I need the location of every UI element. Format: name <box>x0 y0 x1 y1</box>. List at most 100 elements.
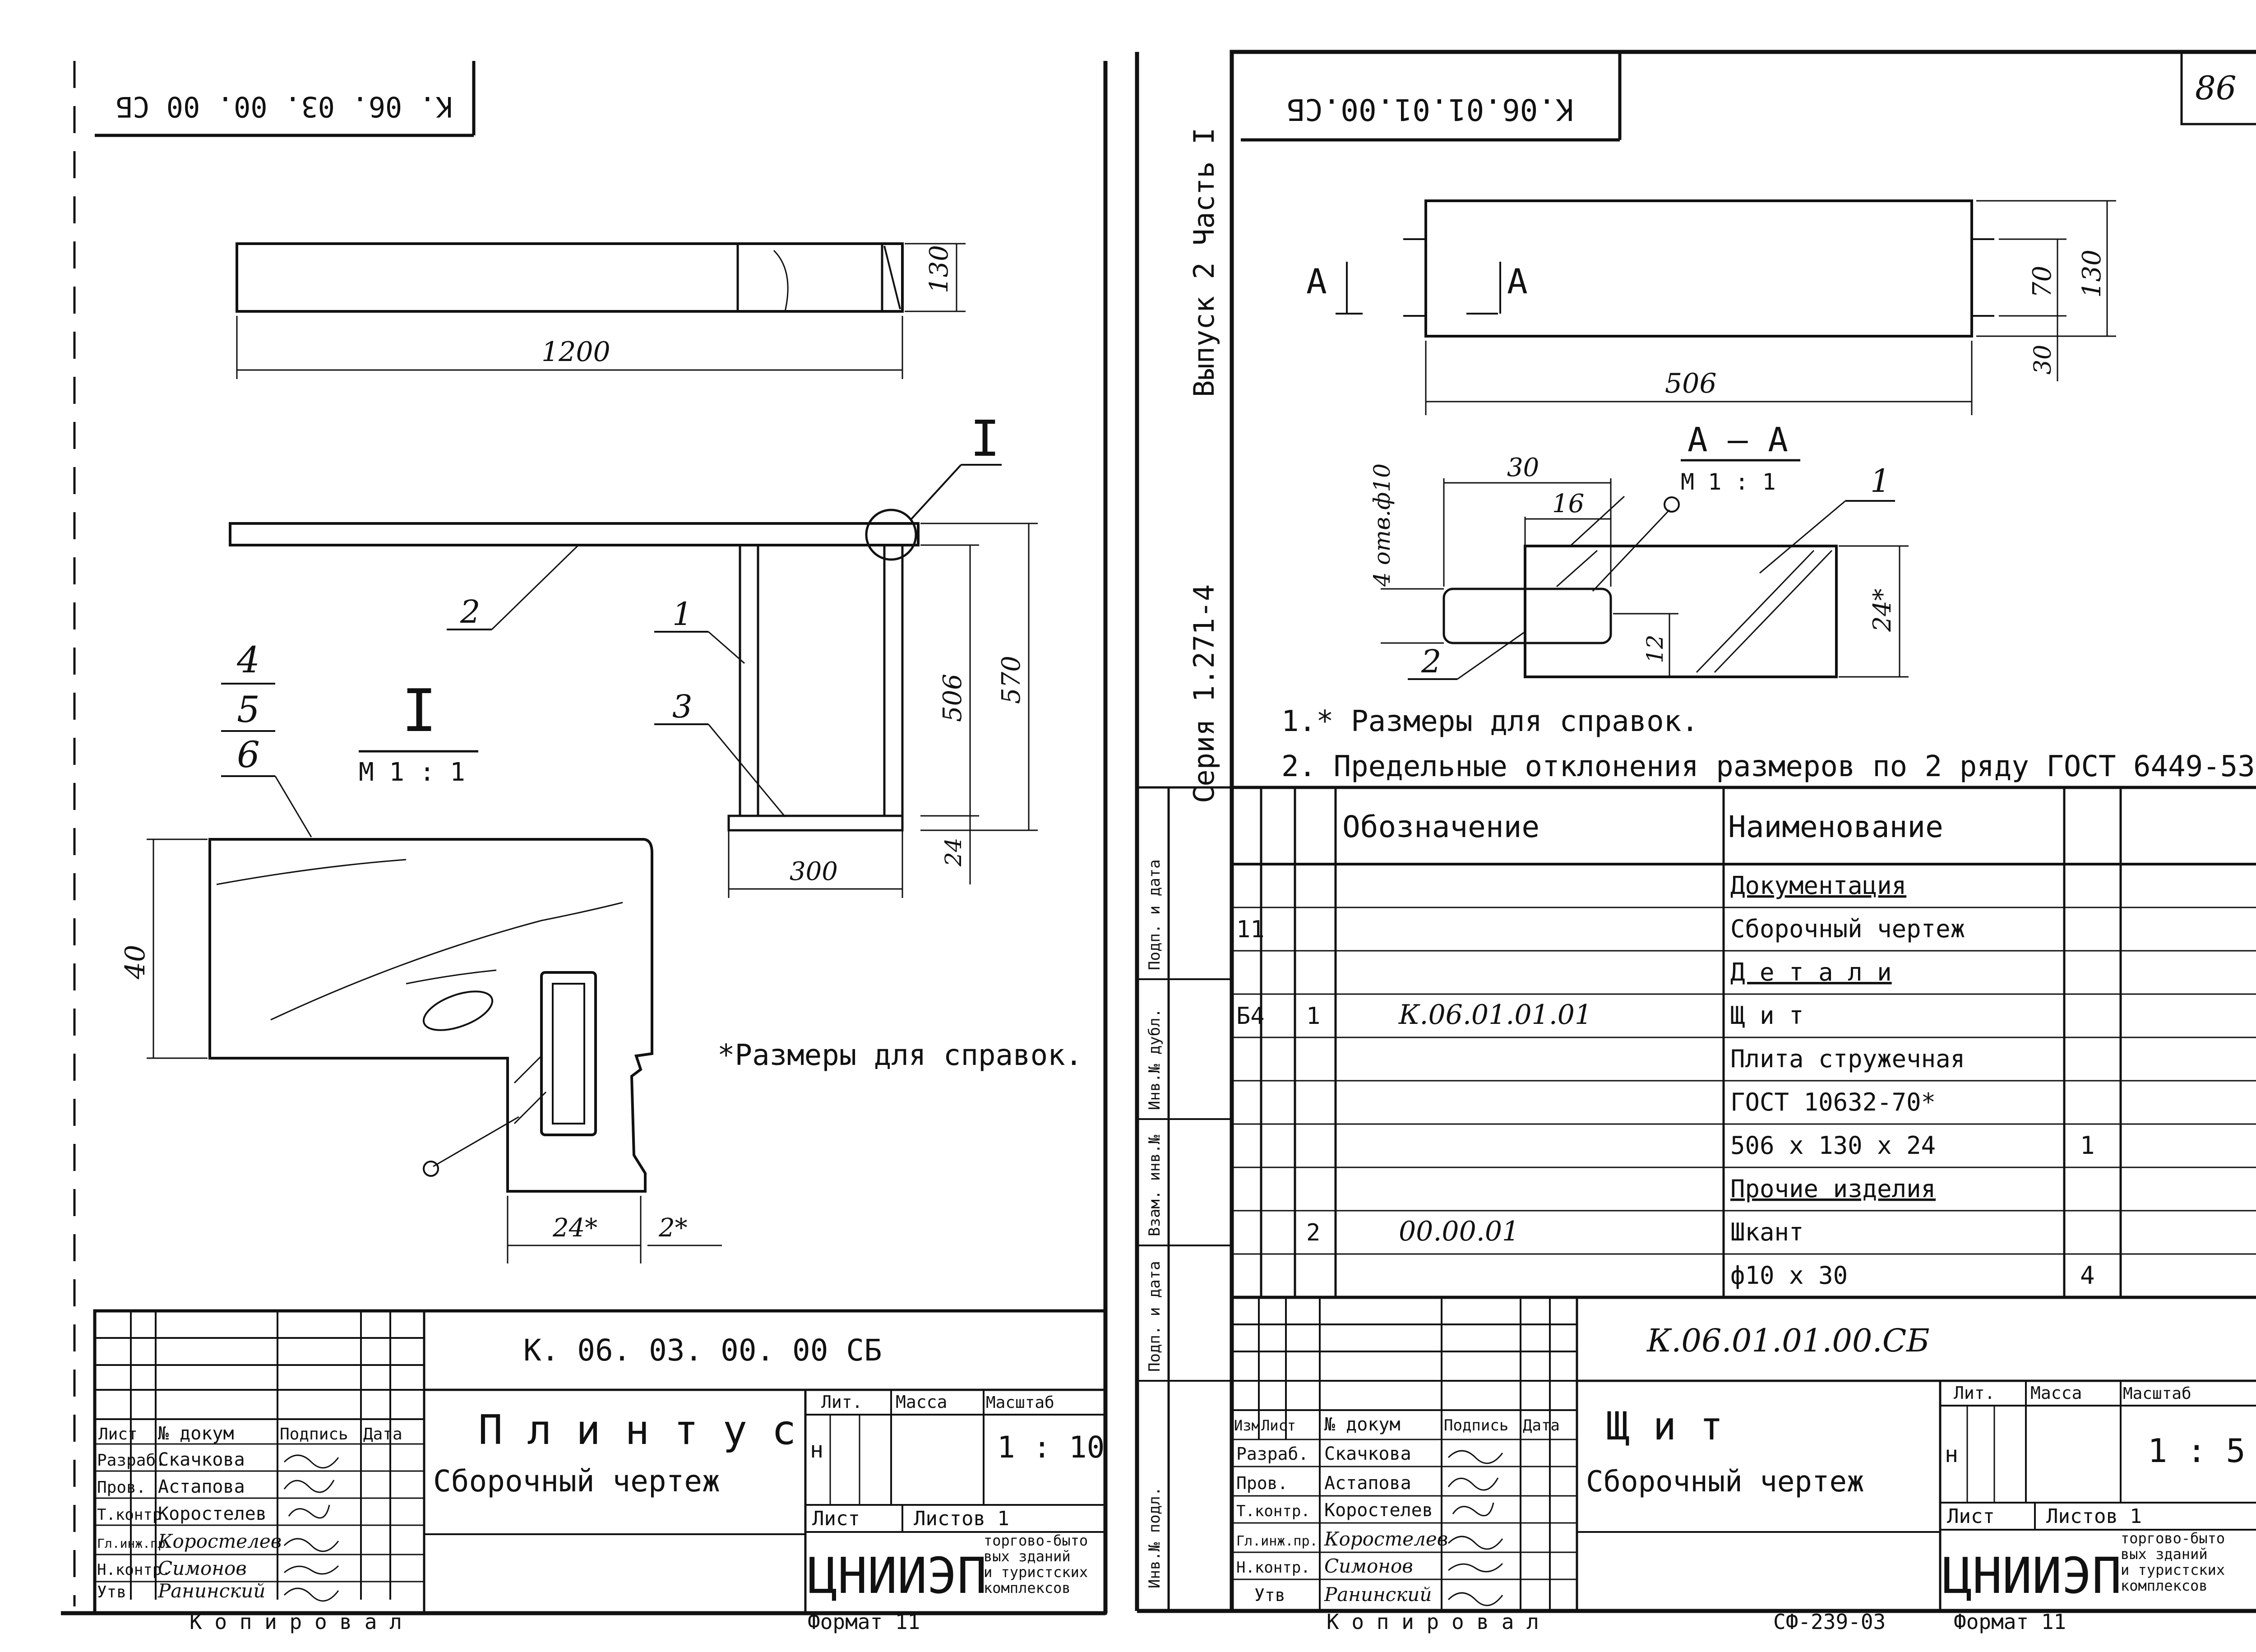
tb-scale-value-right: 1 : 5 <box>2148 1432 2246 1470</box>
tb-copied-right: К о п и р о в а л <box>1327 1610 1539 1634</box>
detail-scale: М 1 : 1 <box>359 758 465 787</box>
spec-cell-name: Документация <box>1730 871 1906 900</box>
margin-label-1: Инв.№ подл. <box>1146 1487 1164 1588</box>
tb-role-1-left: Разраб. <box>97 1451 166 1470</box>
detail-label: I <box>402 676 437 745</box>
tb-name-3-right: Коростелев <box>1324 1500 1433 1521</box>
callout-5-left: 5 <box>237 689 260 731</box>
spec-cell-name: Д е т а л и <box>1730 958 1892 986</box>
tb-org-desc-4-left: комплексов <box>984 1579 1071 1596</box>
tb-mass-label-right: Масса <box>2030 1383 2082 1403</box>
spec-header-name: Наименование <box>1728 810 1943 844</box>
tb-header-docno-left: № докум <box>158 1423 234 1444</box>
section-scale: М 1 : 1 <box>1681 469 1776 495</box>
left-sheet: К. 06. 03. 00. 00 СБ 130 1200 I <box>61 61 1108 1634</box>
tb-code-left: К. 06. 03. 00. 00 СБ <box>523 1333 882 1368</box>
spec-cell-name: Сборочный чертеж <box>1730 915 1965 943</box>
title-block-left: Лист № докум Подпись Дата Разраб. Пров. … <box>93 1309 1107 1634</box>
tb-format-left: Формат 11 <box>808 1610 920 1634</box>
tb-subtitle-right: Сборочный чертеж <box>1586 1465 1864 1499</box>
margin-label-5: Подп. и дата <box>1146 859 1164 970</box>
spec-cell-qty: 1 <box>2080 1131 2095 1160</box>
dim-2-star: 2* <box>658 1213 688 1243</box>
tb-title-right: Щ и т <box>1606 1404 1723 1449</box>
dim-12: 12 <box>1642 634 1668 663</box>
tb-role-6-left: Утв <box>97 1583 126 1601</box>
dim-300: 300 <box>790 857 838 886</box>
spec-cell-name: Щ и т <box>1730 1001 1804 1030</box>
tb-name-6-right: Ранинский <box>1324 1583 1432 1606</box>
tb-subtitle-left: Сборочный чертеж <box>433 1464 720 1499</box>
tb-format-right: Формат 11 <box>1954 1610 2066 1634</box>
spec-cell-position: 2 <box>1306 1219 1320 1246</box>
dim-130: 130 <box>925 245 954 293</box>
tb-header-sign-left: Подпись <box>280 1425 348 1444</box>
tb-role-5-right: Н.контр. <box>1236 1559 1310 1577</box>
tb-name-2-right: Астапова <box>1324 1473 1411 1494</box>
note-2: 2. Предельные отклонения размеров по 2 р… <box>1281 750 2256 783</box>
tb-code-right: К.06.01.01.00.СБ <box>1646 1322 1930 1359</box>
tb-sheet-label-right: Лист <box>1947 1505 1995 1528</box>
holes-label: 4 отв.ф10 <box>1369 463 1395 587</box>
dim-16: 16 <box>1552 489 1584 518</box>
tb-role-2-right: Пров. <box>1236 1473 1288 1493</box>
detail-mark: I <box>970 410 1000 467</box>
dim-40: 40 <box>120 945 151 980</box>
tb-org-desc-1-right: торгово-быто <box>2121 1530 2225 1547</box>
tb-lit-value-left: н <box>810 1437 823 1463</box>
callout-1-left: 1 <box>672 596 693 633</box>
tb-header-date-left: Дата <box>363 1425 402 1444</box>
spec-cell-designation: 00.00.01 <box>1399 1216 1519 1247</box>
tb-copied-left: К о п и р о в а л <box>190 1610 402 1634</box>
tb-org-right: ЦНИИЭП <box>1942 1547 2122 1605</box>
tb-name-3-left: Коростелев <box>158 1504 267 1524</box>
margin-label-3: Взам. инв.№ <box>1146 1134 1164 1236</box>
tb-org-desc-2-right: вых зданий <box>2121 1546 2208 1563</box>
section-mark-left: А <box>1306 261 1327 301</box>
note-1: 1.* Размеры для справок. <box>1281 705 1699 738</box>
tb-role-5-left: Н.контр. <box>97 1561 171 1579</box>
tb-mass-label-left: Масса <box>896 1392 947 1412</box>
section-mark-right: А <box>1507 261 1528 301</box>
tb-name-4-right: Коростелев <box>1324 1528 1448 1550</box>
tb-lit-label-left: Лит. <box>821 1392 863 1412</box>
right-sheet: 86 К.06.01.01.00.СБ Выпуск 2 Часть I Сер… <box>1135 50 2256 1634</box>
tb-role-3-right: Т.контр. <box>1236 1502 1310 1520</box>
tb-header-sheet-right: Лист <box>1261 1417 1296 1434</box>
tb-org-desc-1-left: торгово-быто <box>984 1532 1088 1549</box>
tb-header-change-right: Изм <box>1234 1417 1260 1434</box>
callout-6-left: 6 <box>237 734 260 776</box>
title-block-right: Изм Лист № докум Подпись Дата Разраб. Пр… <box>1230 1296 2256 1634</box>
tb-header-sign-right: Подпись <box>1444 1416 1508 1435</box>
tb-header-date-right: Дата <box>1523 1416 1560 1435</box>
dim-506-right: 506 <box>1665 368 1717 399</box>
callout-3-left: 3 <box>672 688 693 725</box>
section-title: А — А <box>1687 421 1788 459</box>
dim-70: 70 <box>2028 266 2057 298</box>
tb-role-4-left: Гл.инж.пр. <box>97 1536 173 1551</box>
tb-lit-label-right: Лит. <box>1954 1383 1995 1403</box>
margin-label-4: Инв.№ дубл. <box>1146 1009 1164 1110</box>
tb-sheets-label-left: Листов 1 <box>914 1507 1009 1530</box>
tb-sheets-label-right: Листов 1 <box>2046 1505 2142 1528</box>
spec-cell-format: 11 <box>1236 916 1265 943</box>
spec-cell-name: 506 х 130 х 24 <box>1730 1131 1936 1160</box>
callout-4-left: 4 <box>236 639 260 681</box>
tb-org-desc-3-left: и туристских <box>984 1564 1088 1581</box>
tb-title-left: П л и н т у с <box>478 1407 796 1454</box>
dim-24-left: 24 <box>940 838 966 867</box>
spec-cell-qty: 4 <box>2080 1261 2095 1290</box>
spec-cell-format: Б4 <box>1236 1003 1265 1030</box>
dim-30-section: 30 <box>1507 453 1539 482</box>
tb-lit-value-right: н <box>1945 1441 1958 1467</box>
dim-24-star-right: 24* <box>1868 588 1896 632</box>
spec-cell-name: Прочие изделия <box>1730 1175 1936 1203</box>
tb-org-desc-3-right: и туристских <box>2121 1561 2225 1578</box>
top-stamp: К. 06. 03. 00. 00 СБ <box>116 90 453 123</box>
margin-label-2: Подп. и дата <box>1146 1261 1164 1372</box>
tb-scale-label-right: Масштаб <box>2123 1384 2191 1403</box>
dim-1200: 1200 <box>541 336 610 368</box>
tb-org-desc-2-left: вых зданий <box>984 1548 1071 1565</box>
